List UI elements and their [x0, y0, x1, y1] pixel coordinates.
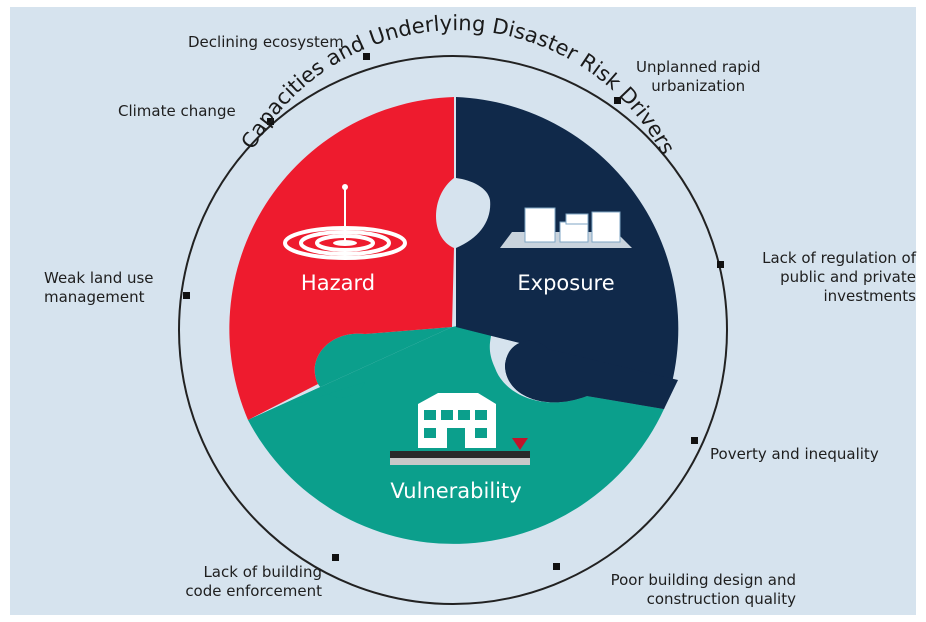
driver-weak-land-use: Weak land use management — [44, 269, 154, 306]
hazard-label: Hazard — [301, 271, 375, 295]
driver-poor-building-design: Poor building design and construction qu… — [610, 571, 796, 608]
exposure-tab — [456, 327, 678, 409]
vulnerability-tab — [248, 327, 452, 420]
ring-tick — [363, 53, 370, 60]
vulnerability-icon — [390, 393, 530, 465]
ring-tick — [691, 437, 698, 444]
exposure-icon — [500, 207, 632, 248]
hazard-icon — [283, 184, 407, 260]
exposure-label: Exposure — [517, 271, 614, 295]
ring-tick — [183, 292, 190, 299]
ring-tick-marks — [183, 53, 724, 570]
ring-tick — [717, 261, 724, 268]
driver-unplanned-urbanization: Unplanned rapid urbanization — [636, 58, 761, 95]
driver-lack-of-code-enforcement: Lack of building code enforcement — [185, 563, 322, 600]
driver-poverty: Poverty and inequality — [710, 445, 879, 463]
driver-lack-of-regulation: Lack of regulation of public and private… — [762, 249, 916, 305]
ring-tick — [332, 554, 339, 561]
driver-climate-change: Climate change — [118, 102, 236, 120]
exposure-piece — [456, 97, 679, 409]
driver-declining-ecosystem: Declining ecosystem — [188, 33, 344, 51]
ring-tick — [614, 97, 621, 104]
vulnerability-label: Vulnerability — [390, 479, 521, 503]
ring-tick — [553, 563, 560, 570]
outer-ring — [178, 55, 728, 605]
ring-tick — [267, 118, 274, 125]
